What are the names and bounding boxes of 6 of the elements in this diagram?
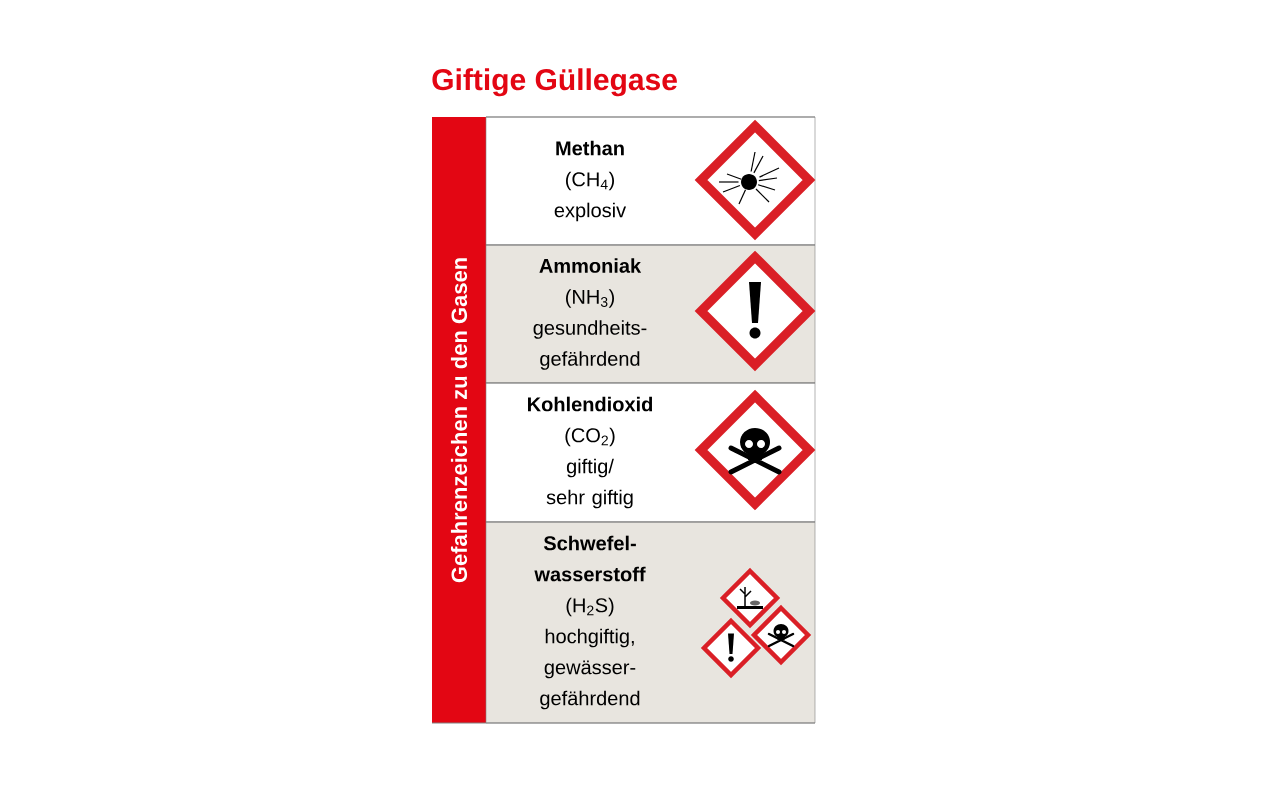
table-row: Methan (CH$_{4}$) explosiv — [485, 116, 816, 246]
side-band: Gefahrenzeichen zu den Gasen — [432, 117, 486, 723]
table-row: Schwefel- wasserstoff (H$_{2}$S) hochgiftig, gewässer- gefährdend — [485, 521, 816, 724]
table-row: Ammoniak (NH$_{3}$) gesundheits- gefährdend — [485, 244, 816, 384]
title: Giftige Güllegase — [432, 68, 677, 97]
table-row: Kohlendioxid (CO$_{2}$) giftig/ sehr giftig — [485, 382, 816, 523]
